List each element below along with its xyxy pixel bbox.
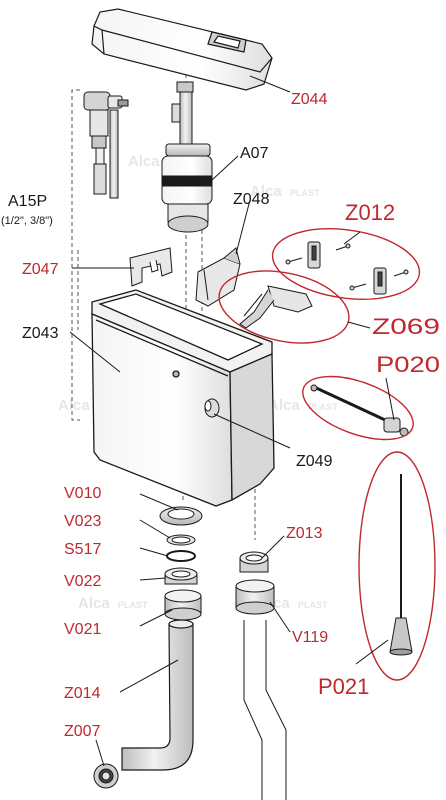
- label-z043: Z043: [22, 325, 59, 342]
- part-z049-knob: [204, 398, 220, 418]
- svg-text:Alca: Alca: [268, 397, 300, 414]
- highlight-ellipses: [218, 228, 436, 681]
- phantom-pipe: [243, 620, 287, 800]
- label-z013: Z013: [286, 525, 323, 542]
- part-a15p-fill-valve: [83, 91, 129, 199]
- svg-text:Alca: Alca: [58, 397, 90, 414]
- part-z014-pipe: [121, 619, 194, 771]
- part-z048-bracket: [195, 247, 241, 307]
- part-z047-clip: [129, 247, 173, 287]
- label-z049: Z049: [296, 453, 333, 470]
- label-p021: P021: [318, 674, 369, 699]
- part-z007-nut: [93, 763, 119, 789]
- z012-highlight: [271, 228, 421, 300]
- label-z044: Z044: [291, 91, 328, 108]
- watermark-1: Alca PLAST: [250, 183, 320, 200]
- part-v022-nut: [164, 567, 198, 585]
- part-z012-hinges: [285, 241, 409, 295]
- part-z013-nut: [239, 551, 269, 573]
- svg-text:PLAST: PLAST: [118, 600, 148, 610]
- label-a15p: A15P: [8, 193, 47, 210]
- svg-text:PLAST: PLAST: [308, 402, 338, 412]
- part-z069-lever: [239, 285, 313, 329]
- svg-text:Alca: Alca: [78, 595, 110, 612]
- svg-text:Alca: Alca: [128, 153, 160, 170]
- label-v021: V021: [64, 621, 101, 638]
- label-s517: S517: [64, 541, 101, 558]
- label-z047: Z047: [22, 261, 59, 278]
- part-z043-tank: [91, 289, 275, 507]
- part-v119-sleeve: [235, 579, 275, 615]
- label-z069: Z069: [372, 314, 440, 339]
- p021-highlight: [358, 451, 436, 681]
- label-v023: V023: [64, 513, 101, 530]
- label-z007: Z007: [64, 723, 101, 740]
- label-v119: V119: [292, 629, 328, 646]
- label-v022: V022: [64, 573, 101, 590]
- label-z048: Z048: [233, 191, 270, 208]
- svg-text:Alca: Alca: [250, 183, 282, 200]
- label-v010: V010: [64, 485, 101, 502]
- watermark-4: Alca PLAST: [78, 595, 148, 612]
- part-v023-washer: [166, 534, 196, 546]
- part-a07-flush-valve: [161, 81, 213, 233]
- part-p021-rod: [389, 474, 413, 656]
- part-p020-rod: [310, 384, 409, 437]
- label-p020: P020: [376, 352, 440, 377]
- part-v010-ring: [159, 506, 203, 526]
- label-z014: Z014: [64, 685, 101, 702]
- part-s517-seal: [166, 550, 196, 562]
- z069-highlight: [218, 270, 350, 344]
- label-a07: A07: [240, 145, 269, 162]
- watermark-3: Alca PLAST: [268, 397, 338, 414]
- svg-text:PLAST: PLAST: [290, 188, 320, 198]
- svg-text:PLAST: PLAST: [298, 600, 328, 610]
- part-v021-sleeve: [164, 589, 202, 621]
- leader-lines: [69, 75, 395, 767]
- label-z012: Z012: [345, 200, 395, 225]
- part-z044-cover: [91, 8, 273, 91]
- label-a15p-size: (1/2", 3/8"): [1, 215, 53, 227]
- p020-highlight: [302, 375, 414, 441]
- part-labels: Z044 A07 A15P (1/2", 3/8") Z048 Z012 Z04…: [1, 91, 440, 740]
